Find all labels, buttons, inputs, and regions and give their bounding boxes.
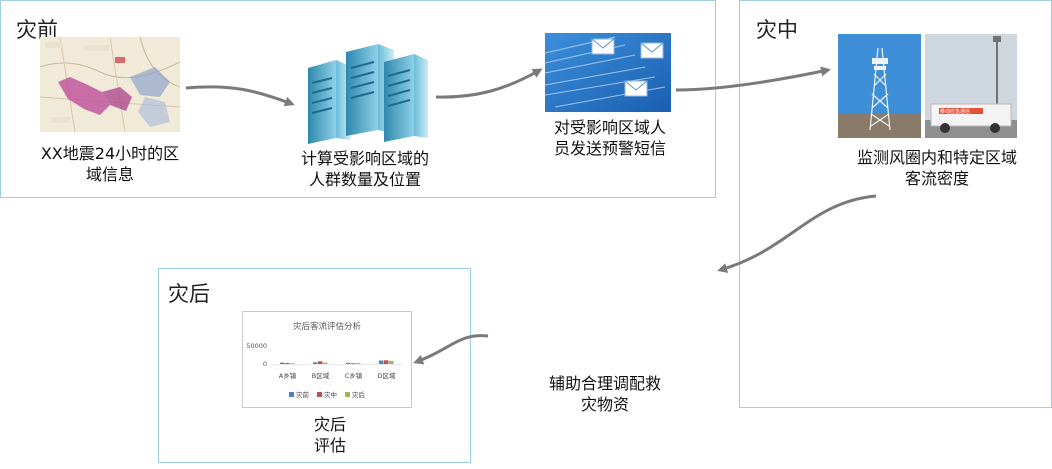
chart-bar [290,363,295,365]
cell-tower-image [838,34,921,138]
chart-bar [280,362,285,364]
x-tick-label: A乡镇 [279,371,297,380]
chart-bar [346,362,351,364]
chart-title: 灾后客流评估分析 [293,321,362,332]
arrow-server-to-sms [435,68,543,99]
step2-caption: 计算受影响区域的 人群数量及位置 [300,149,429,189]
y-tick-label: 0 [263,360,267,368]
legend-swatch [317,392,322,397]
chart-bar [384,360,389,364]
stage-title-after: 灾后 [168,282,210,306]
van-side-text: 移动应急通信 [940,108,970,115]
chart-bar [318,361,323,364]
connector-label: 辅助合理调配救 灾物资 [548,374,661,414]
chart-bar [351,363,356,365]
sms-warning-image [545,33,671,112]
chart-bar [379,360,384,364]
arrow-map-to-server [185,85,295,107]
server-cluster-icon [298,38,434,148]
chart-bar [323,362,328,364]
chart-bar [313,362,318,364]
arrow-sms-to-tower [675,66,831,92]
arrow-during-to-connector [717,194,877,273]
step1-caption: XX地震24小时的区 域信息 [40,144,180,184]
x-tick-label: D区域 [377,371,396,380]
earthquake-map-image [40,37,180,132]
after-caption: 灾后 评估 [313,415,346,455]
during-caption: 监测风圈内和特定区域 客流密度 [856,148,1017,188]
legend-label: 灾后 [352,390,366,399]
legend-label: 灾中 [324,390,337,399]
stage-title-during: 灾中 [756,18,798,42]
chart-bar [389,360,394,364]
x-tick-label: B区域 [312,371,330,380]
step3-caption: 对受影响区域人 员发送预警短信 [553,118,666,158]
x-tick-label: C乡镇 [345,371,363,380]
legend-swatch [345,392,350,397]
y-tick-label: 50000 [246,342,267,350]
legend-label: 灾前 [296,390,310,399]
arrow-connector-to-chart [413,334,489,365]
legend-swatch [289,392,294,397]
chart-bar [356,363,361,364]
chart-bar [285,363,290,364]
emergency-van-image: 移动应急通信 [925,34,1017,138]
